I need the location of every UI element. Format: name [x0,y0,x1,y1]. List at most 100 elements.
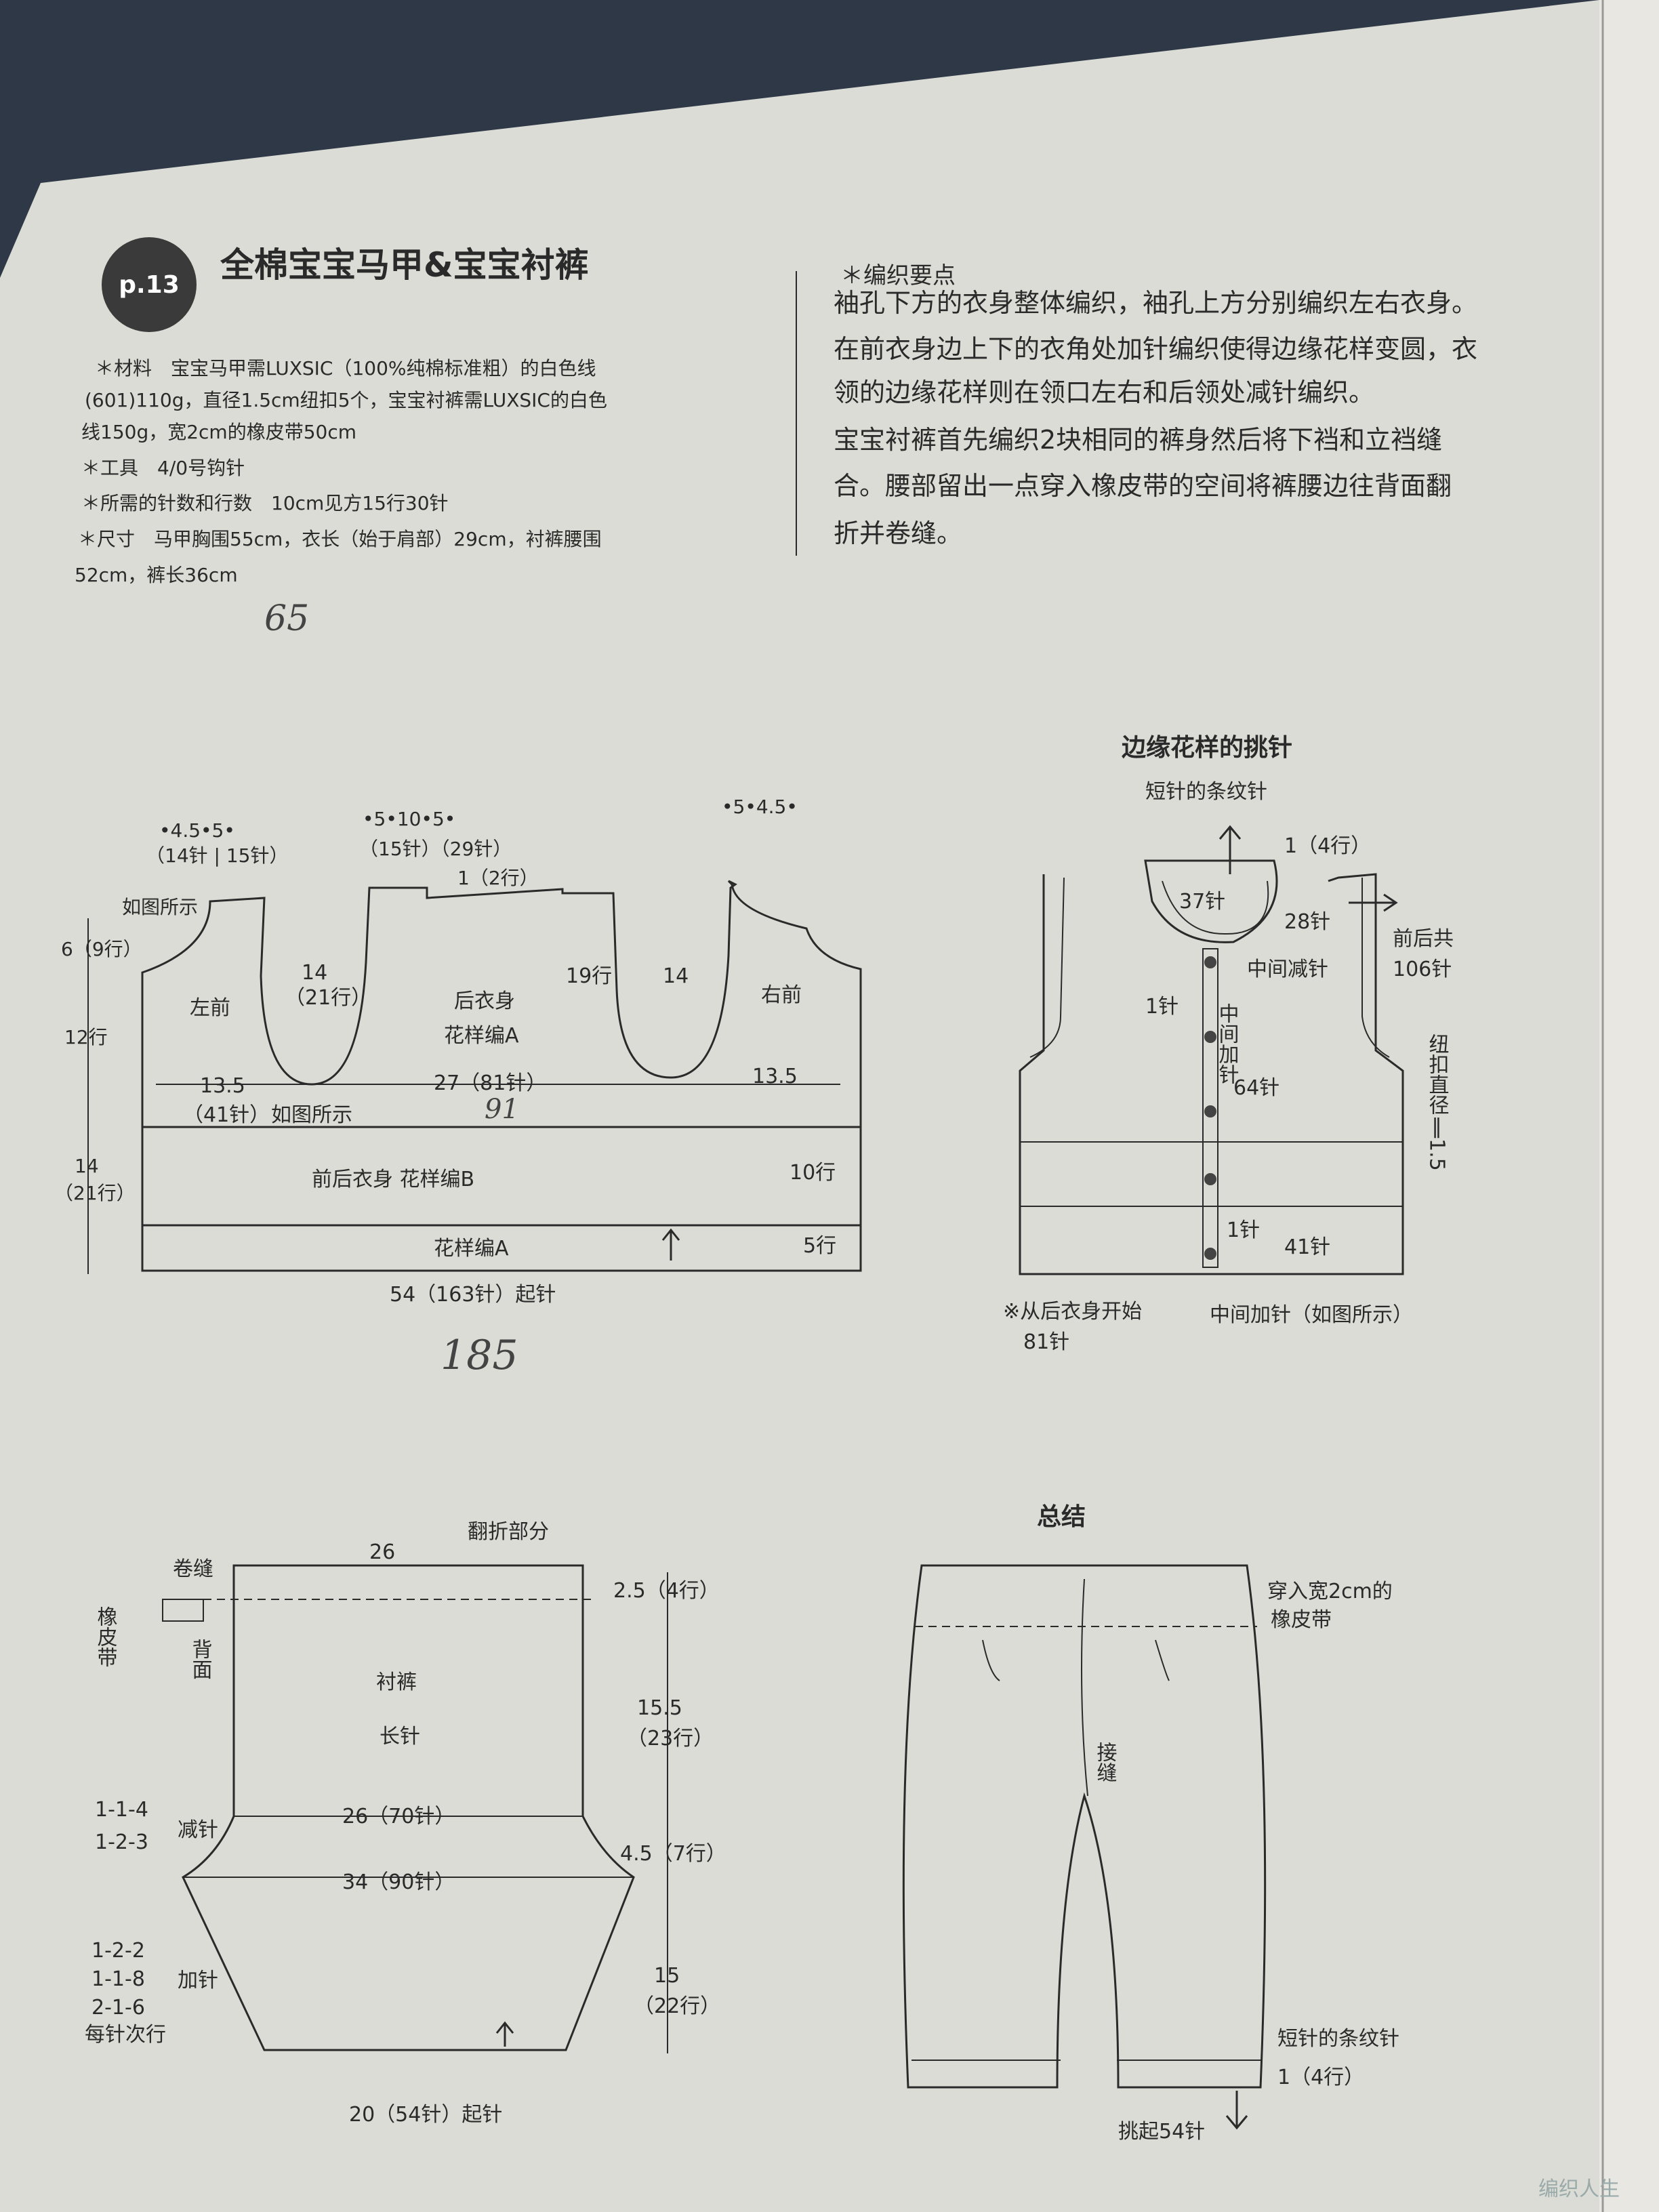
note-label: 橡皮带 [94,1606,118,1667]
dim-label: 14 [663,964,689,988]
inc-label: 2-1-6 [91,1996,145,2020]
summary-diagram: 总结 穿入宽2cm的 橡皮带 接缝 短针的条纹针 1（4行） 挑起54针 [902,1503,1399,2144]
page-header: p.13 全棉宝宝马甲&宝宝衬裤 [102,237,589,332]
dim-label: •4.5•5• [159,819,235,842]
dim-label: 14 [75,1155,99,1177]
note-label: 如图所示 [122,896,198,918]
edge-pickup-diagram: 边缘花样的挑针 短针的条纹针 1（4行） 37针 28针 前后共 106针 中间… [1003,734,1454,1354]
materials-line: 线150g，宽2cm的橡皮带50cm [81,421,356,443]
pattern-label: 花样编A [444,1024,519,1048]
dec-label: 减针 [178,1818,218,1842]
note-label: 短针的条纹针 [1277,2027,1399,2051]
dec-label: 1-1-4 [95,1798,148,1822]
handwritten-note: 91 [485,1094,519,1125]
dim-label: 27（81针） [434,1071,546,1095]
right-front-label: 右前 [761,983,802,1007]
handwritten-note: 65 [264,598,309,639]
pants-label: 衬裤 [376,1671,417,1694]
pattern-label: 长针 [380,1725,420,1748]
note-label: 背面 [188,1639,212,1679]
edge-diagram-subtitle: 短针的条纹针 [1145,780,1267,804]
materials-line: ＊材料 宝宝马甲需LUXSIC（100%纯棉标准粗）的白色线 [95,357,596,380]
watermark: 编织人生 [1538,2177,1620,2201]
dim-label: 26（70针） [342,1805,455,1828]
note-label: 翻折部分 [468,1520,549,1544]
note-label: 中间减针 [1247,958,1328,981]
dim-label: 15.5 [637,1696,682,1720]
instructions-line: 宝宝衬裤首先编织2块相同的裤身然后将下裆和立裆缝 [834,425,1442,455]
dim-label: （22行） [634,1994,720,2018]
instructions-heading: ＊编织要点 [840,262,956,289]
dim-label: 20（54针）起针 [349,2103,502,2127]
back-body-label: 后衣身 [454,989,515,1013]
dim-label: 13.5 [200,1074,245,1098]
note-label: 卷缝 [173,1557,213,1581]
inc-label: 1-2-2 [91,1939,145,1963]
dim-label: 37针 [1179,890,1225,914]
page-badge-text: p.13 [119,271,180,299]
dim-label: （14针 | 15针） [146,844,289,867]
dim-label: 挑起54针 [1118,2120,1205,2144]
dim-label: 106针 [1393,958,1452,981]
pattern-label: 前后衣身 花样编B [312,1168,474,1191]
note-label: 如图所示 [271,1103,352,1127]
dim-label: （21行） [285,986,371,1010]
dim-label: （21行） [54,1182,136,1204]
instructions-line: 在前衣身边上下的衣角处加针编织使得边缘花样变圆，衣 [834,334,1477,364]
note-label: 中间加针（如图所示） [1210,1303,1413,1327]
dim-label: 4.5（7行） [620,1842,726,1866]
note-label: ※从后衣身开始 [1003,1300,1142,1324]
dim-label: 10行 [790,1161,836,1185]
dim-label: （41针） [183,1103,270,1127]
dim-label: 19行 [566,964,612,988]
instructions-line: 袖孔下方的衣身整体编织，袖孔上方分别编织左右衣身。 [834,288,1477,318]
pants-diagram: 26 翻折部分 卷缝 橡皮带 背面 2.5（4行） 衬裤 长针 15.5 （23… [85,1520,726,2127]
dim-label: 1针 [1227,1218,1260,1242]
size-line: 52cm，裤长36cm [75,564,238,586]
vest-outline [141,880,862,1272]
note-label: 橡皮带 [1271,1608,1332,1632]
dim-label: 6（9行） [61,938,142,960]
dim-label: 14 [302,961,327,985]
dim-label: 26 [369,1540,395,1564]
page-title: 全棉宝宝马甲&宝宝衬裤 [220,245,589,285]
materials-line: (601)110g，直径1.5cm纽扣5个，宝宝衬裤需LUXSIC的白色 [85,389,607,411]
tools-line: ＊工具 4/0号钩针 [81,457,245,479]
dim-label: 前后共 [1393,927,1454,951]
note-label: 每针次行 [85,2023,166,2047]
edge-diagram-title: 边缘花样的挑针 [1122,734,1292,762]
instructions-line: 领的边缘花样则在领口左右和后领处减针编织。 [834,377,1374,407]
dim-label: 41针 [1284,1235,1330,1259]
instructions-block: ＊编织要点 袖孔下方的衣身整体编织，袖孔上方分别编织左右衣身。 在前衣身边上下的… [834,262,1477,548]
note-label: 穿入宽2cm的 [1267,1580,1393,1603]
inc-label: 加针 [178,1969,218,1992]
gauge-line: ＊所需的针数和行数 10cm见方15行30针 [81,492,449,514]
page-badge [102,237,197,332]
dim-label: 81针 [1023,1330,1069,1354]
summary-title: 总结 [1037,1503,1086,1531]
dim-label: 15 [654,1964,680,1988]
note-label: 中间加针 [1215,1003,1240,1084]
dim-label: 5行 [803,1234,836,1258]
inc-label: 1-1-8 [91,1967,145,1991]
dim-label: 12行 [64,1026,108,1048]
dim-label: （15针）（29针） [359,838,512,860]
pattern-label: 花样编A [434,1237,509,1261]
dim-label: 28针 [1284,910,1330,934]
finished-pants-outline [902,1564,1267,2089]
dim-label: 2.5（4行） [613,1579,720,1603]
dim-label: 64针 [1233,1076,1279,1100]
instructions-line: 折并卷缝。 [834,518,962,548]
dim-label: •5•4.5• [722,796,798,818]
left-front-label: 左前 [190,996,230,1020]
dim-label: •5•10•5• [363,808,455,830]
dim-label: 34（90针） [342,1870,455,1894]
vest-diagram: •4.5•5• （14针 | 15针） •5•10•5• （15针）（29针） … [54,796,862,1379]
pants-outline [182,1564,635,2051]
dim-label: 13.5 [752,1065,798,1088]
dim-label: 1（4行） [1284,834,1371,858]
size-line: ＊尺寸 马甲胸围55cm，衣长（始于肩部）29cm，衬裤腰围 [78,528,602,550]
dim-label: 54（163针）起针 [390,1283,556,1307]
seam-label: 接缝 [1093,1742,1118,1782]
